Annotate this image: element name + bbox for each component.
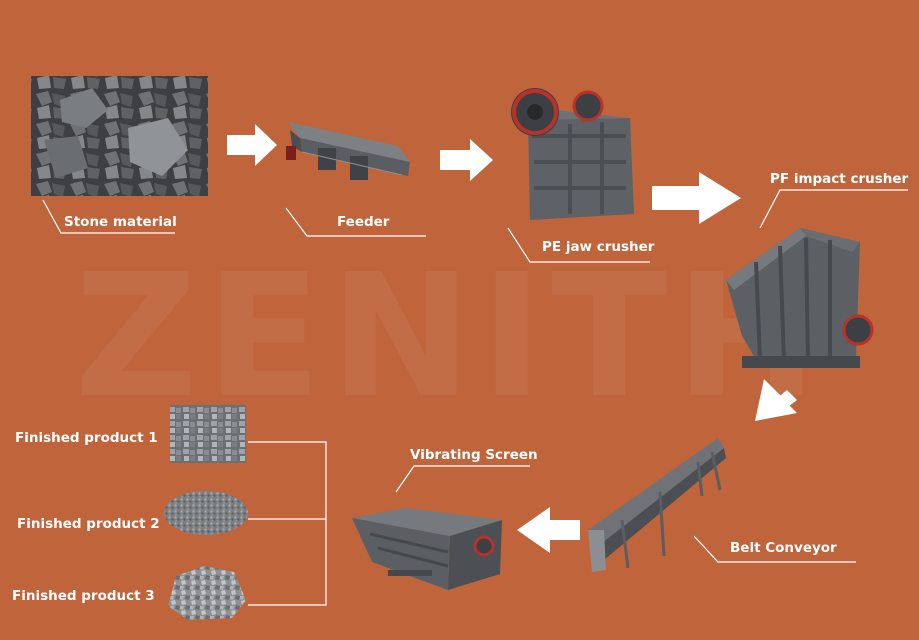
flow-arrow-3 bbox=[652, 172, 741, 224]
belt-conveyor-image bbox=[588, 438, 726, 572]
vibrating-screen-leader bbox=[395, 465, 530, 493]
finished-product-3-label: Finished product 3 bbox=[12, 588, 155, 604]
feeder-leader bbox=[285, 207, 426, 237]
belt-conveyor-label: Belt Conveyor bbox=[730, 540, 837, 556]
flow-arrow-5 bbox=[517, 507, 580, 553]
finished-product-3-image bbox=[168, 566, 246, 620]
finished-product-2-label: Finished product 2 bbox=[17, 516, 160, 532]
watermark-text: ZENITH bbox=[74, 238, 825, 436]
flow-arrow-4-tail bbox=[771, 390, 797, 413]
impact-crusher-leader bbox=[759, 189, 908, 229]
feeder-image bbox=[286, 122, 410, 180]
vibrating-screen-image bbox=[352, 508, 502, 590]
feeder-label: Feeder bbox=[337, 214, 390, 230]
impact-crusher-image bbox=[726, 228, 874, 368]
finished-product-1-label: Finished product 1 bbox=[15, 430, 158, 446]
finished-product-1-image bbox=[170, 405, 246, 463]
finished-product-2-image bbox=[164, 491, 248, 535]
stone-material-label: Stone material bbox=[64, 214, 177, 230]
vibrating-screen-label: Vibrating Screen bbox=[410, 447, 538, 463]
impact-crusher-label: PF impact crusher bbox=[770, 171, 909, 187]
flow-arrow-2 bbox=[440, 139, 493, 181]
belt-conveyor-leader bbox=[693, 535, 856, 563]
stone-material-image bbox=[31, 76, 208, 196]
stone-material-leader bbox=[42, 199, 175, 234]
products-bracket bbox=[248, 441, 327, 606]
jaw-crusher-leader bbox=[507, 227, 650, 263]
jaw-crusher-image bbox=[511, 88, 634, 220]
jaw-crusher-label: PE jaw crusher bbox=[542, 239, 655, 255]
flow-arrow-1 bbox=[227, 124, 277, 166]
